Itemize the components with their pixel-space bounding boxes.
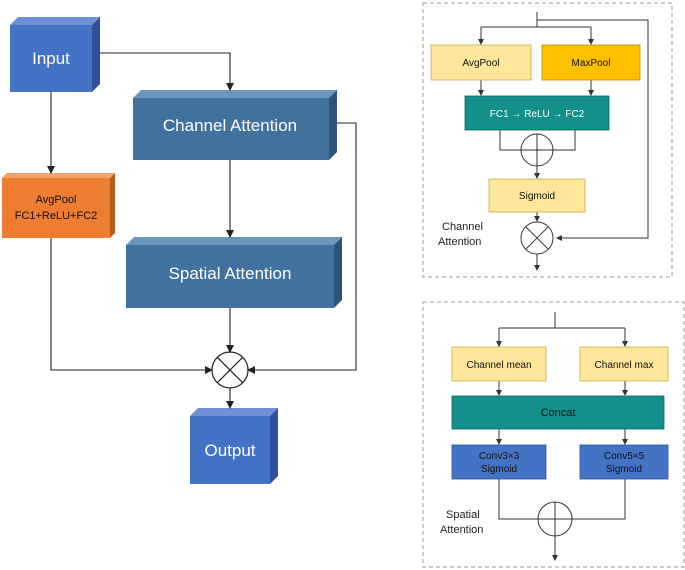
sp-conv5-line1: Conv5×5: [604, 451, 645, 462]
channel-attention-box: Channel Attention: [133, 90, 337, 160]
ch-multiply-node: [520, 221, 554, 255]
branch-label-line1: AvgPool: [36, 194, 77, 206]
multiply-node: [211, 351, 249, 389]
ch-fc-label: FC1 → ReLU → FC2: [490, 109, 585, 120]
ch-sum-node: [520, 133, 554, 167]
sp-channel-mean-label: Channel mean: [466, 360, 531, 371]
sp-caption-line2: Attention: [440, 524, 483, 536]
sp-sum-node: [537, 501, 573, 537]
sp-caption-line1: Spatial: [446, 509, 480, 521]
sp-conv3-line1: Conv3×3: [479, 451, 520, 462]
channel-attention-panel: AvgPool MaxPool FC1 → ReLU → FC2 Sigmoid…: [422, 2, 673, 278]
spatial-attention-panel: Channel mean Channel max Concat Conv3×3 …: [422, 301, 685, 568]
ch-avgpool-label: AvgPool: [462, 58, 499, 69]
sp-concat-label: Concat: [541, 407, 576, 419]
ch-sigmoid-label: Sigmoid: [519, 191, 555, 202]
avgpool-fc-branch-box: AvgPool FC1+ReLU+FC2: [2, 173, 115, 238]
sp-conv3-line2: Sigmoid: [481, 464, 517, 475]
channel-attention-label: Channel Attention: [163, 116, 297, 135]
output-box: Output: [190, 408, 278, 484]
ch-caption-line2: Attention: [438, 236, 481, 248]
sp-channel-max-label: Channel max: [595, 360, 654, 371]
ch-maxpool-label: MaxPool: [572, 58, 611, 69]
main-flow: Input Channel Attention Spatial Attentio…: [2, 17, 357, 484]
ch-caption-line1: Channel: [442, 221, 483, 233]
output-label: Output: [204, 441, 255, 460]
branch-label-line2: FC1+ReLU+FC2: [15, 210, 98, 222]
main-connectors: [47, 52, 357, 409]
sp-conv5-line2: Sigmoid: [606, 464, 642, 475]
input-box: Input: [10, 17, 100, 92]
input-label: Input: [32, 49, 70, 68]
spatial-attention-label: Spatial Attention: [169, 264, 292, 283]
spatial-attention-box: Spatial Attention: [126, 237, 342, 308]
